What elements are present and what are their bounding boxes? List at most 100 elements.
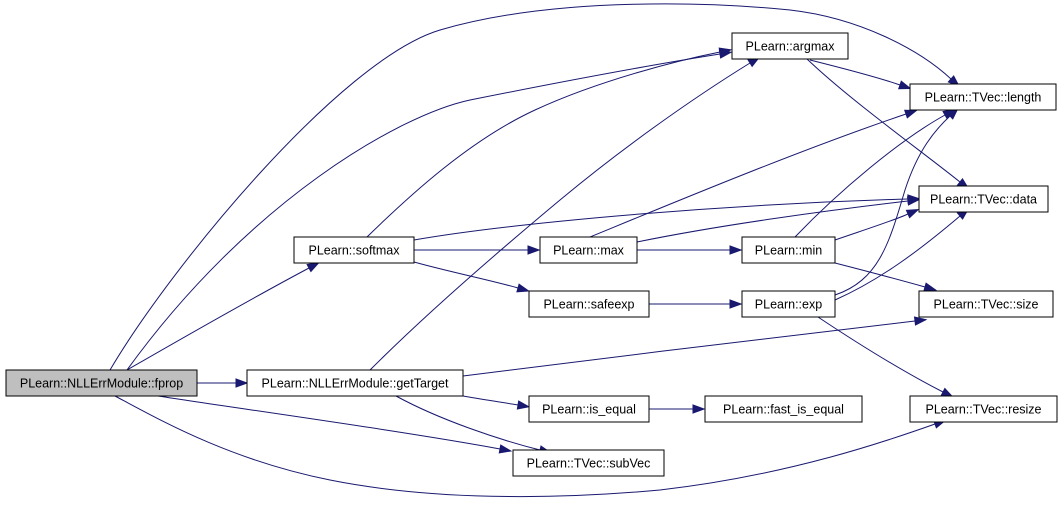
edge-fprop-to-subVec	[157, 395, 513, 454]
edge-line	[126, 53, 721, 371]
edge-line	[462, 320, 916, 377]
edge-exp-to-resize	[817, 316, 955, 398]
edge-line	[157, 395, 501, 450]
edge-is_equal-to-fast_is_equal	[649, 404, 706, 414]
edge-line	[413, 261, 519, 289]
edge-line	[834, 115, 951, 296]
edge-line	[462, 395, 519, 406]
edge-fprop-to-softmax	[126, 262, 320, 371]
edge-min-to-size	[834, 262, 938, 292]
arrowhead-icon	[946, 107, 959, 120]
edge-line	[817, 316, 944, 393]
node-label: PLearn::TVec::resize	[925, 403, 1041, 417]
arrowhead-icon	[498, 444, 513, 454]
node-box	[731, 32, 849, 60]
edge-getTarget-to-size	[462, 316, 928, 377]
arrowhead-icon	[306, 262, 320, 273]
node-getTarget[interactable]: PLearn::NLLErrModule::getTarget	[246, 369, 464, 397]
arrowhead-icon	[692, 404, 706, 414]
edge-softmax-to-safeexp	[413, 261, 531, 293]
node-label: PLearn::is_equal	[542, 403, 636, 417]
node-label: PLearn::argmax	[746, 40, 836, 54]
arrowhead-icon	[904, 109, 918, 119]
node-box	[5, 369, 198, 397]
node-box	[704, 395, 863, 423]
node-box	[293, 236, 415, 264]
node-label: PLearn::min	[755, 244, 822, 258]
arrowhead-icon	[516, 400, 531, 410]
node-box	[528, 290, 650, 318]
edges-layer	[109, 3, 970, 498]
edge-argmax-to-length	[809, 59, 912, 90]
node-box	[741, 236, 836, 264]
arrowhead-icon	[923, 282, 938, 292]
edge-line	[806, 58, 961, 183]
edge-line	[114, 395, 936, 498]
node-label: PLearn::safeexp	[543, 298, 634, 312]
edge-min-to-length	[794, 108, 956, 238]
node-label: PLearn::NLLErrModule::getTarget	[262, 377, 449, 391]
arrowhead-icon	[729, 299, 743, 309]
arrowhead-icon	[913, 316, 928, 326]
node-label: PLearn::softmax	[308, 244, 400, 258]
edge-max-to-length	[589, 109, 918, 238]
edge-line	[369, 62, 751, 371]
node-argmax[interactable]: PLearn::argmax	[731, 32, 849, 60]
node-box	[246, 369, 464, 397]
node-size[interactable]: PLearn::TVec::size	[918, 290, 1054, 318]
edge-line	[126, 267, 310, 371]
edge-safeexp-to-exp	[649, 299, 743, 309]
edge-line	[809, 59, 901, 86]
node-softmax[interactable]: PLearn::softmax	[293, 236, 415, 264]
node-min[interactable]: PLearn::min	[741, 236, 836, 264]
edge-fprop-to-argmax	[126, 49, 733, 371]
edge-fprop-to-getTarget	[197, 378, 249, 388]
edge-softmax-to-max	[414, 245, 541, 255]
node-length[interactable]: PLearn::TVec::length	[909, 83, 1057, 111]
edge-getTarget-to-argmax	[369, 56, 761, 371]
edge-getTarget-to-subVec	[395, 395, 553, 455]
arrowhead-icon	[235, 378, 249, 388]
node-data[interactable]: PLearn::TVec::data	[918, 185, 1049, 213]
node-fast_is_equal[interactable]: PLearn::fast_is_equal	[704, 395, 863, 423]
node-label: PLearn::fast_is_equal	[723, 403, 844, 417]
arrowhead-icon	[898, 80, 912, 90]
node-is_equal[interactable]: PLearn::is_equal	[528, 395, 650, 423]
node-box	[512, 449, 665, 477]
node-label: PLearn::NLLErrModule::fprop	[20, 377, 183, 391]
node-box	[528, 395, 650, 423]
arrowhead-icon	[516, 283, 531, 293]
edge-line	[366, 51, 721, 238]
node-label: PLearn::max	[553, 244, 625, 258]
node-label: PLearn::TVec::subVec	[527, 457, 651, 471]
node-label: PLearn::TVec::data	[930, 193, 1037, 207]
node-box	[918, 185, 1049, 213]
arrowhead-icon	[729, 245, 743, 255]
edge-max-to-min	[637, 245, 743, 255]
node-box	[909, 83, 1057, 111]
edge-getTarget-to-is_equal	[462, 395, 531, 410]
node-label: PLearn::exp	[755, 298, 822, 312]
node-exp[interactable]: PLearn::exp	[741, 290, 836, 318]
node-box	[909, 395, 1058, 423]
node-resize[interactable]: PLearn::TVec::resize	[909, 395, 1058, 423]
node-max[interactable]: PLearn::max	[539, 236, 638, 264]
edge-line	[834, 262, 926, 288]
edge-line	[413, 198, 909, 241]
edge-line	[834, 213, 909, 241]
node-box	[918, 290, 1054, 318]
arrowhead-icon	[527, 245, 541, 255]
edge-line	[395, 395, 541, 451]
node-label: PLearn::TVec::size	[934, 298, 1039, 312]
edge-max-to-data	[636, 196, 921, 243]
node-safeexp[interactable]: PLearn::safeexp	[528, 290, 650, 318]
arrowhead-icon	[905, 209, 920, 219]
node-box	[741, 290, 836, 318]
edge-softmax-to-length	[366, 47, 733, 238]
node-subVec[interactable]: PLearn::TVec::subVec	[512, 449, 665, 477]
edge-softmax-to-data	[413, 194, 921, 241]
arrowhead-icon	[906, 196, 921, 206]
nodes-layer: PLearn::NLLErrModule::fprop PLearn::softm…	[5, 32, 1058, 477]
arrowhead-icon	[718, 47, 733, 57]
